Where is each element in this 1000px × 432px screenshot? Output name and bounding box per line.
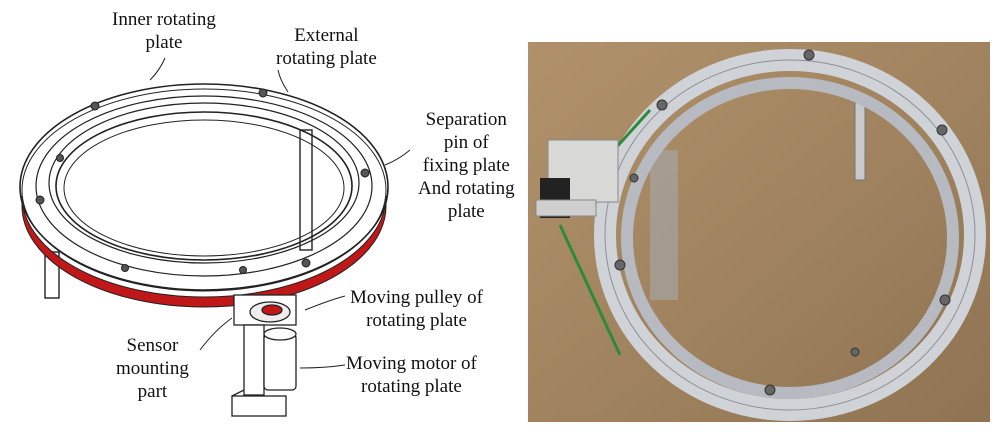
inner-ring	[621, 77, 959, 399]
label-line: Inner rotating	[112, 9, 216, 30]
leader-lines	[149, 57, 411, 369]
label-line: fixing plate	[422, 155, 510, 176]
label-line: plate	[447, 201, 485, 222]
external-rotating-plate	[19, 83, 389, 292]
label-sensor-mounting: Sensor mounting part	[116, 334, 189, 403]
label-line: mounting	[116, 358, 189, 379]
label-line: rotating plate	[366, 310, 467, 331]
label-separation-pin: Separation pin of fixing plate And rotat…	[418, 108, 515, 223]
label-line: rotating plate	[361, 376, 462, 397]
label-line: Moving pulley of	[350, 287, 483, 308]
label-line: Separation	[425, 109, 507, 130]
label-inner-rotating-plate: Inner rotating plate	[112, 8, 216, 54]
photo-rendering	[528, 42, 990, 422]
label-line: Moving motor of	[346, 353, 477, 374]
red-band	[21, 195, 387, 308]
inner-rotating-plate	[48, 102, 360, 264]
label-line: pin of	[443, 132, 489, 153]
label-moving-pulley: Moving pulley of rotating plate	[350, 286, 483, 332]
label-line: Sensor	[126, 335, 179, 356]
label-external-rotating-plate: External rotating plate	[276, 24, 377, 70]
label-line: And rotating	[418, 178, 515, 199]
label-line: rotating plate	[276, 48, 377, 69]
separation-pins	[35, 88, 370, 274]
label-moving-motor: Moving motor of rotating plate	[346, 352, 477, 398]
label-line: External	[294, 25, 359, 46]
label-line: plate	[145, 32, 183, 53]
support-leg	[854, 99, 866, 181]
label-line: part	[137, 381, 168, 402]
motor-assembly	[231, 294, 297, 417]
